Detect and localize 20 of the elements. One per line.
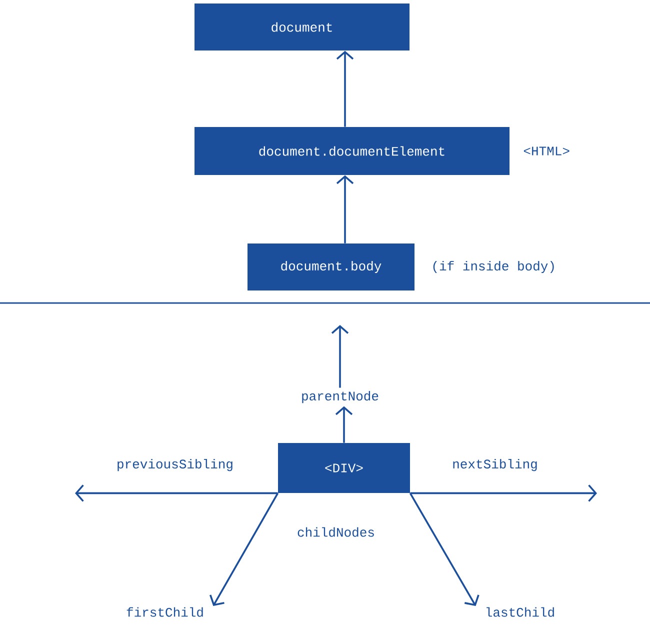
property-label: childNodes [295, 525, 377, 539]
note-text: (if inside body) [433, 260, 554, 274]
property-label: firstChild [126, 607, 203, 617]
arrow [336, 50, 354, 127]
object-box: <DIV> [278, 443, 410, 493]
arrow [336, 175, 354, 244]
property-label: parentNode [302, 390, 378, 404]
object-box: document.body [248, 244, 414, 290]
object-box: document.documentElement [194, 127, 510, 175]
edge-label: previousSibling [114, 456, 236, 474]
arrow [409, 492, 480, 606]
note-text: <HTML> [524, 146, 570, 156]
arrow [331, 325, 349, 388]
arrow [209, 492, 279, 606]
arrow [335, 406, 353, 443]
arrow [75, 484, 278, 502]
object-box: document [194, 4, 410, 50]
edge-label: nextSibling [450, 456, 540, 474]
property-label: lastChild [486, 607, 554, 617]
arrow [410, 484, 597, 502]
